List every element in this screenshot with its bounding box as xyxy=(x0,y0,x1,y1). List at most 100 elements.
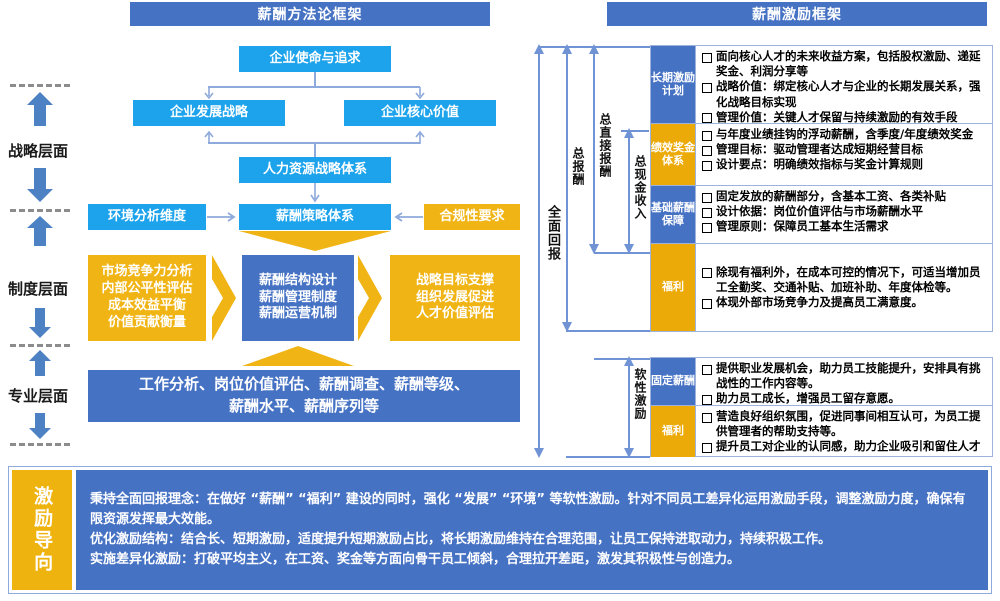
connector-hr-stem-up xyxy=(314,142,316,158)
row-items: 提供职业发展机会，助力员工技能提升，安排具有挑战性的工作内容等。 助力员工成长，… xyxy=(695,358,992,405)
bullet-item: 与年度业绩挂钩的浮动薪酬，含季度/年度绩效奖金 xyxy=(702,127,987,142)
connector-arrow-env-to-comp xyxy=(207,209,238,229)
bracket-total-cash-income xyxy=(619,128,639,258)
level-arrow-up-professional xyxy=(29,350,55,376)
checkbox-bullet-icon xyxy=(702,52,712,63)
bullet-item: 管理目标：驱动管理者达成短期经营目标 xyxy=(702,142,987,157)
box-env-analysis[interactable]: 环境分析维度 xyxy=(88,204,206,230)
bracket-label-soft-incentive: 软性激励 xyxy=(633,368,647,420)
bullet-item: 设计要点：明确绩效指标与奖金计算规则 xyxy=(702,157,987,172)
connector-arrow-to-core-value xyxy=(413,86,427,105)
bullet-item: 固定发放的薪酬部分，含基本工资、各类补贴 xyxy=(702,189,987,204)
level-label-strategy: 战略层面 xyxy=(8,142,69,160)
bullet-item: 提供职业发展机会，助力员工技能提升，安排具有挑战性的工作内容等。 xyxy=(702,361,987,391)
box-compensation-strategy[interactable]: 薪酬策略体系 xyxy=(239,204,391,230)
row-category-soft-benefits: 福利 xyxy=(651,406,695,457)
bracket-label-total-cash-income: 总现金收入 xyxy=(633,155,647,220)
row-items: 与年度业绩挂钩的浮动薪酬，含季度/年度绩效奖金 管理目标：驱动管理者达成短期经营… xyxy=(695,124,992,185)
bullet-item: 营造良好组织氛围，促进同事间相互认可，为员工提供管理者的帮助支持等。 xyxy=(702,409,987,439)
bracket-tick-direct-bottom xyxy=(594,252,650,254)
connector-arrow-up-dev xyxy=(202,128,216,148)
chevron-right-icon-1 xyxy=(212,255,236,345)
level-divider-mid2 xyxy=(10,344,70,347)
footer-note-body: 秉持全面回报理念：在做好 “薪酬” “福利” 建设的同时，强化 “发展” “环境… xyxy=(76,470,988,590)
connector-arrow-compliance-to-comp xyxy=(392,209,423,229)
connector-arrow-up-core xyxy=(413,128,427,148)
bracket-tick-cash-top xyxy=(621,130,649,132)
level-label-system: 制度层面 xyxy=(8,280,69,298)
checkbox-bullet-icon xyxy=(702,192,712,203)
funnel-down-icon xyxy=(239,231,391,255)
table-row[interactable]: 福利 除现有福利外，在成本可控的情况下，可适当增加员工全勤奖、交通补贴、加班补助… xyxy=(651,244,992,331)
bullet-item: 面向核心人才的未来收益方案，包括股权激励、递延奖金、利润分享等 xyxy=(702,49,987,79)
footer-note-tab: 激励导向 xyxy=(12,470,72,590)
footer-paragraph: 实施差异化激励：打破平均主义，在工资、奖金等方面向骨干员工倾斜，合理拉开差距，激… xyxy=(90,552,741,568)
level-arrow-up-strategy xyxy=(27,92,53,126)
chevron-right-icon-2 xyxy=(358,255,382,345)
footer-note-tab-label: 激励导向 xyxy=(31,486,54,574)
box-strategic-support[interactable]: 战略目标支撑 组织发展促进 人才价值评估 xyxy=(390,255,520,341)
level-arrow-down-professional xyxy=(29,413,55,439)
row-items: 面向核心人才的未来收益方案，包括股权激励、递延奖金、利润分享等 战略价值：绑定核… xyxy=(695,46,992,125)
table-row[interactable]: 固定薪酬 提供职业发展机会，助力员工技能提升，安排具有挑战性的工作内容等。 助力… xyxy=(651,358,992,406)
checkbox-bullet-icon xyxy=(702,394,712,405)
level-arrow-down-strategy xyxy=(27,168,53,202)
bracket-tick-rewards-bottom xyxy=(566,330,650,332)
level-divider-mid1 xyxy=(10,209,70,212)
bullet-item: 管理原则：保障员工基本生活需求 xyxy=(702,219,987,234)
footer-note: 激励导向 秉持全面回报理念：在做好 “薪酬” “福利” 建设的同时，强化 “发展… xyxy=(8,466,992,594)
bullet-item: 体现外部市场竞争力及提高员工满意度。 xyxy=(702,295,987,310)
table-row[interactable]: 基础薪酬保障 固定发放的薪酬部分，含基本工资、各类补贴 设计依据：岗位价值评估与… xyxy=(651,186,992,244)
connector-mission-bar xyxy=(208,86,420,88)
row-category-long-term-incentive: 长期激励计划 xyxy=(651,46,695,123)
table-row[interactable]: 福利 营造良好组织氛围，促进同事间相互认可，为员工提供管理者的帮助支持等。 提升… xyxy=(651,406,992,457)
checkbox-bullet-icon xyxy=(702,130,712,141)
bullet-item: 助力员工成长，增强员工留存意愿。 xyxy=(702,391,987,406)
bracket-total-direct-comp xyxy=(584,44,604,258)
level-arrow-up-system xyxy=(27,216,53,246)
box-hr-strategy-system[interactable]: 人力资源战略体系 xyxy=(239,157,391,183)
row-category-base-salary: 基础薪酬保障 xyxy=(651,186,695,243)
box-company-mission[interactable]: 企业使命与追求 xyxy=(239,46,391,72)
box-professional-layer[interactable]: 工作分析、岗位价值评估、薪酬调查、薪酬等级、 薪酬水平、薪酬序列等 xyxy=(88,370,520,422)
box-development-strategy[interactable]: 企业发展战略 xyxy=(133,100,285,126)
row-items: 固定发放的薪酬部分，含基本工资、各类补贴 设计依据：岗位价值评估与市场薪酬水平 … xyxy=(695,186,992,243)
box-compliance-requirement[interactable]: 合规性要求 xyxy=(424,204,520,230)
row-items: 除现有福利外，在成本可控的情况下，可适当增加员工全勤奖、交通补贴、加班补助、年度… xyxy=(695,244,992,331)
box-core-value[interactable]: 企业核心价值 xyxy=(344,100,496,126)
bullet-item: 管理价值：关键人才保留与持续激励的有效手段 xyxy=(702,110,987,125)
checkbox-bullet-icon xyxy=(702,222,712,233)
table-row[interactable]: 绩效奖金体系 与年度业绩挂钩的浮动薪酬，含季度/年度绩效奖金 管理目标：驱动管理… xyxy=(651,124,992,186)
left-panel-title-text: 薪酬方法论框架 xyxy=(257,7,363,23)
level-arrow-down-system xyxy=(29,308,55,338)
bracket-tick-soft-bottom xyxy=(566,456,650,458)
soft-incentive-table: 固定薪酬 提供职业发展机会，助力员工技能提升，安排具有挑战性的工作内容等。 助力… xyxy=(650,357,993,457)
right-panel-title: 薪酬激励框架 xyxy=(607,2,987,26)
checkbox-bullet-icon xyxy=(702,113,712,124)
checkbox-bullet-icon xyxy=(702,82,712,93)
bullet-item: 设计依据：岗位价值评估与市场薪酬水平 xyxy=(702,204,987,219)
bracket-label-total-rewards-all: 全面回报 xyxy=(545,205,560,261)
checkbox-bullet-icon xyxy=(702,364,712,375)
row-category-fixed-pay: 固定薪酬 xyxy=(651,358,695,405)
checkbox-bullet-icon xyxy=(702,412,712,423)
box-market-analysis[interactable]: 市场竞争力分析 内部公平性评估 成本效益平衡 价值贡献衡量 xyxy=(88,255,206,341)
checkbox-bullet-icon xyxy=(702,160,712,171)
checkbox-bullet-icon xyxy=(702,207,712,218)
box-compensation-structure[interactable]: 薪酬结构设计 薪酬管理制度 薪酬运营机制 xyxy=(242,255,354,341)
connector-arrow-hr-to-comp xyxy=(308,183,322,209)
level-label-professional: 专业层面 xyxy=(8,387,69,405)
checkbox-bullet-icon xyxy=(702,145,712,156)
checkbox-bullet-icon xyxy=(702,298,712,309)
bullet-item: 战略价值：绑定核心人才与企业的长期发展关系，强化战略目标实现 xyxy=(702,79,987,109)
bracket-soft-incentive xyxy=(619,356,639,462)
bracket-total-rewards xyxy=(557,44,577,336)
right-panel-title-text: 薪酬激励框架 xyxy=(752,7,842,23)
left-panel-title: 薪酬方法论框架 xyxy=(130,2,490,26)
table-row[interactable]: 长期激励计划 面向核心人才的未来收益方案，包括股权激励、递延奖金、利润分享等 战… xyxy=(651,46,992,124)
funnel-up-icon xyxy=(242,346,354,370)
bracket-label-total-direct-comp: 总直接报酬 xyxy=(598,113,612,178)
bracket-total-rewards-all xyxy=(529,44,549,462)
bullet-item: 除现有福利外，在成本可控的情况下，可适当增加员工全勤奖、交通补贴、加班补助、年度… xyxy=(702,265,987,295)
footer-paragraph: 优化激励结构：结合长、短期激励，适度提升短期激励占比，将长期激励维持在合理范围，… xyxy=(90,532,832,547)
